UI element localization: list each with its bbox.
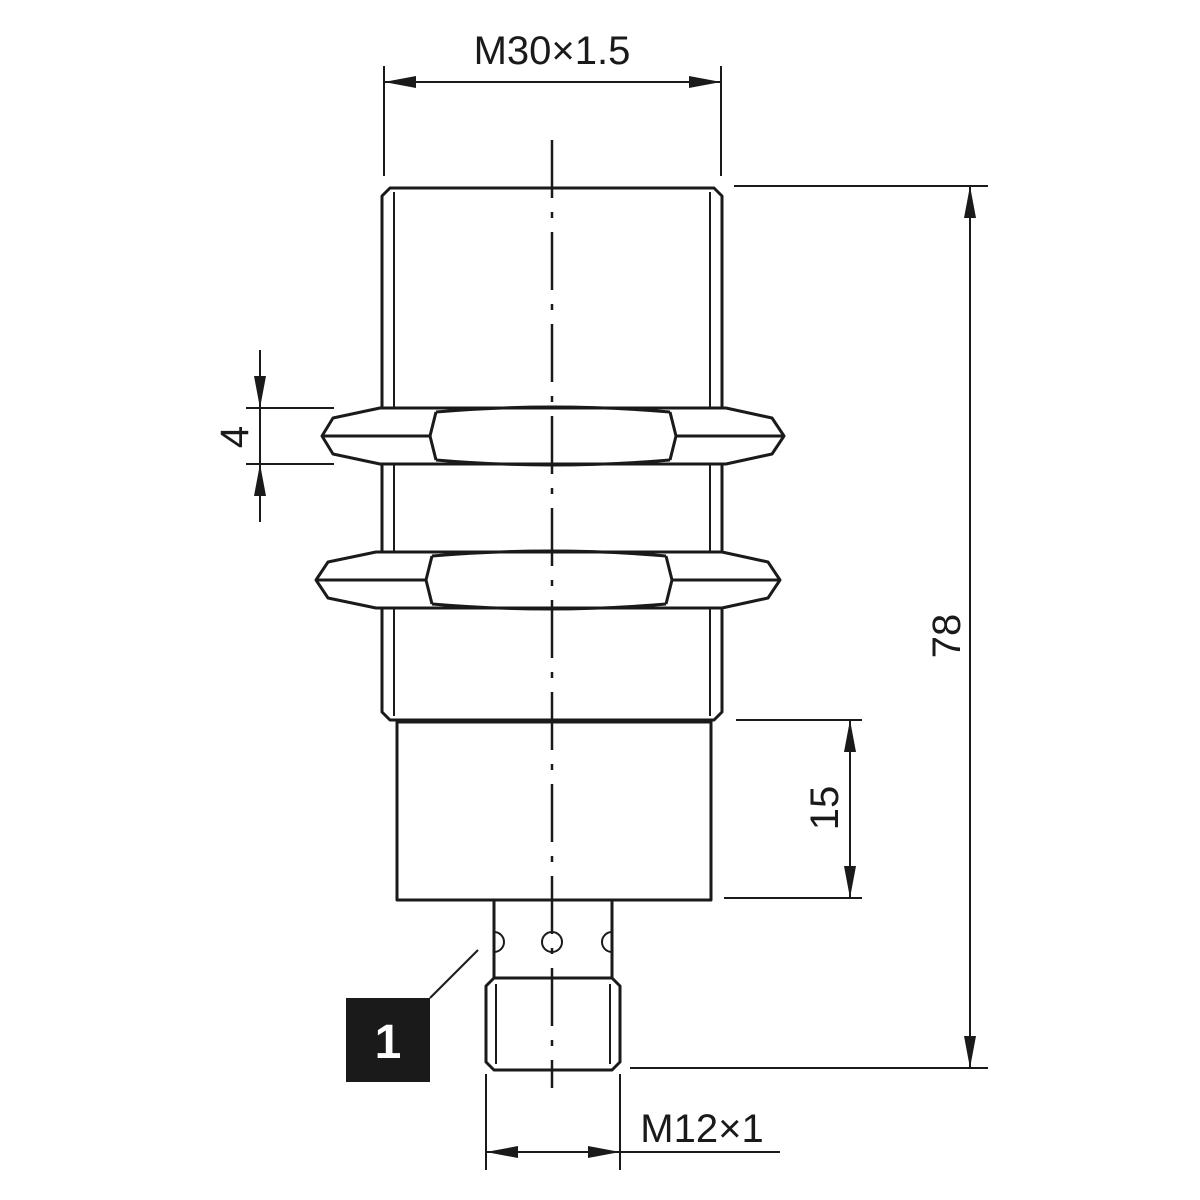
dimension-total-length: 78 (630, 185, 988, 1069)
dimension-thread-main: M30×1.5 (383, 29, 722, 176)
label-connector-thread: M12×1 (640, 1107, 763, 1151)
dimension-connector-thread: M12×1 (485, 1074, 780, 1170)
vent-hole-left (493, 931, 505, 953)
rear-housing (395, 720, 713, 902)
callout-1: 1 (346, 949, 479, 1082)
callout-label: 1 (375, 1016, 402, 1069)
dimension-nut-thickness: 4 (213, 350, 334, 522)
m12-connector (484, 976, 622, 1072)
dimension-housing-length: 15 (724, 719, 862, 899)
label-thread-main: M30×1.5 (474, 29, 631, 73)
label-nut-thickness: 4 (213, 426, 257, 448)
callout-box (346, 998, 430, 1082)
hex-nut-lower (314, 549, 782, 611)
vent-hole-right (601, 931, 613, 953)
label-total-length: 78 (925, 614, 969, 659)
connector-neck (492, 900, 614, 978)
threaded-barrel (380, 186, 724, 722)
label-housing-length: 15 (803, 786, 847, 831)
